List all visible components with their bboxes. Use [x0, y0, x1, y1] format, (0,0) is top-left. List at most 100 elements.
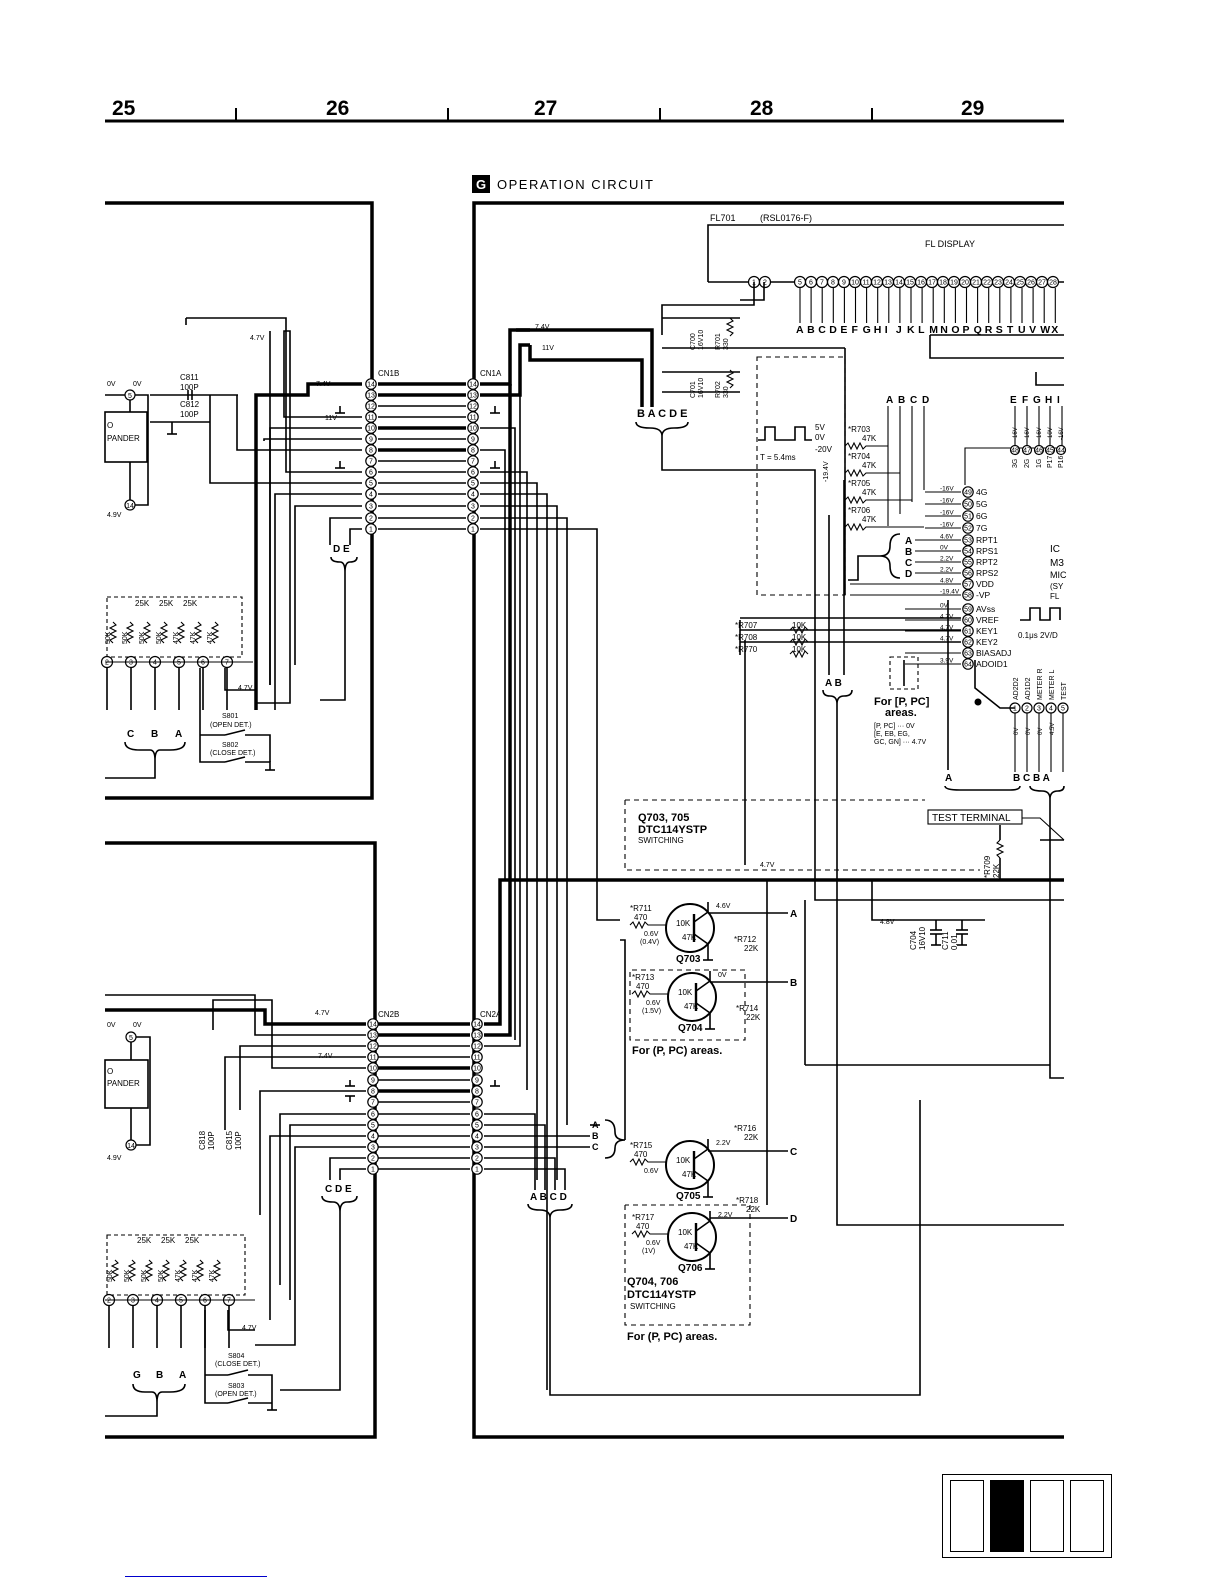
- volt-label: 0.6V: [644, 1168, 659, 1175]
- cap-name: C700: [690, 333, 697, 350]
- switch-name: S803: [228, 1383, 244, 1390]
- res-name: R701: [715, 333, 722, 350]
- resistor-symbol: [844, 441, 888, 451]
- bus-label: A: [945, 773, 952, 784]
- pin-number: 6: [809, 280, 813, 287]
- q-parts: Q704, 706: [627, 1276, 678, 1288]
- resistor-symbol: [144, 1259, 154, 1282]
- pin-number: 62: [964, 640, 972, 647]
- ic-pin-voltage: 4.7V: [940, 614, 954, 621]
- pin-number: 58: [964, 593, 972, 600]
- pin-circle: [467, 389, 479, 401]
- pin-circle: [467, 444, 479, 456]
- connector-labels: CN1B CN1A CN2B CN2A: [378, 369, 502, 1019]
- ic-bottom-name: AD1D2: [1025, 677, 1032, 700]
- q-func: SWITCHING: [638, 836, 684, 845]
- pin-number: 9: [475, 1078, 479, 1085]
- area-note-label: For (P, PC) areas.: [627, 1331, 717, 1343]
- pin-number: 4: [471, 492, 475, 499]
- bus-label: D: [922, 395, 929, 406]
- bus-label: G: [133, 1370, 141, 1381]
- pin-circle: [467, 400, 479, 412]
- segment-label: X: [1051, 324, 1058, 336]
- segment-label: Q: [974, 324, 982, 336]
- pin-number: 11: [473, 1055, 480, 1062]
- cap-name: C815: [225, 1130, 234, 1150]
- expander-label: O: [107, 421, 113, 430]
- pin-number: 5: [177, 660, 181, 667]
- pin-number: 5: [798, 280, 802, 287]
- resistor-symbol: [844, 522, 924, 532]
- pin-number: 6: [471, 470, 475, 477]
- pin-number: 64: [964, 662, 972, 669]
- output-label: C: [790, 1147, 797, 1158]
- pin-number: 24: [1005, 280, 1013, 287]
- pin-number: 2: [107, 1298, 111, 1305]
- pin-number: 14: [473, 1022, 481, 1029]
- volt-label: 4.7V: [760, 862, 775, 869]
- pin-number: 44: [1057, 448, 1065, 455]
- ic-pin-name: KEY2: [976, 637, 998, 647]
- pin-number: 3: [1037, 706, 1041, 713]
- pin-number: 26: [1027, 280, 1035, 287]
- page-indicator: [942, 1474, 1112, 1558]
- column-number: 25: [112, 97, 136, 120]
- pin-number: 20: [961, 280, 969, 287]
- ic-pin-voltage: 3.9V: [940, 658, 954, 665]
- pin-number: 2: [1025, 706, 1029, 713]
- resistor-symbol: [125, 621, 135, 644]
- pin-number: 5: [475, 1123, 479, 1130]
- page-indicator-cell-active: [990, 1480, 1024, 1552]
- pot-value: 25K: [159, 599, 174, 608]
- volt-label: 11V: [325, 415, 337, 422]
- res-name: *R704: [848, 452, 871, 461]
- ic-bottom-voltage: 0V: [1026, 728, 1032, 735]
- pin-number: 5: [129, 1035, 133, 1042]
- column-number: 28: [750, 97, 774, 120]
- pin-number: 54: [964, 549, 972, 556]
- test-terminal: TEST TERMINAL *R709 22K: [927, 809, 1065, 880]
- bus-label: B: [151, 729, 158, 740]
- left-bottom-panel: O PANDER 0V 0V 5 14 4.9V C818 100P C815 …: [102, 1022, 277, 1417]
- res-name: *R716: [734, 1124, 757, 1133]
- resistor-symbol: [142, 621, 152, 644]
- segment-label: O: [951, 324, 959, 336]
- ab-bus: A B: [804, 480, 1064, 1226]
- pin-number: 2: [369, 516, 373, 523]
- ic-pin-voltage: -16V: [940, 510, 954, 517]
- output-label: B: [790, 978, 797, 989]
- pin-number: 6: [201, 660, 205, 667]
- switch-name: S804: [228, 1353, 244, 1360]
- pin-number: 7: [471, 459, 475, 466]
- pin-circle: [962, 510, 974, 522]
- waveform-level: 0V: [815, 433, 825, 442]
- pin-number: 5: [1061, 706, 1065, 713]
- pin-circle: [365, 389, 377, 401]
- volt-label: 4.7V: [242, 1325, 257, 1332]
- segment-label: W: [1040, 324, 1050, 336]
- cap-value: 16V10: [918, 926, 927, 950]
- pin-number: 8: [471, 448, 475, 455]
- ic-pin-name: RPT2: [976, 557, 998, 567]
- segment-label: M: [929, 324, 938, 336]
- column-ruler: 25 26 27 28 29: [105, 97, 1064, 123]
- res-name: *R712: [734, 935, 757, 944]
- pin-number: 3: [369, 504, 373, 511]
- supply-caps: C700 16V10 R701 330 C701 16V10 R702 330 …: [635, 282, 1064, 901]
- pin-number: 5: [471, 481, 475, 488]
- pin-number: 3: [471, 504, 475, 511]
- bus-label: D E: [333, 544, 350, 555]
- segment-label: P: [963, 324, 970, 336]
- pin-circle: [471, 1163, 483, 1175]
- pin-number: 50: [964, 502, 972, 509]
- pin-number: 14: [126, 503, 134, 510]
- section-heading: OPERATION CIRCUIT: [497, 177, 654, 192]
- volt-label: 4.7V: [250, 335, 265, 342]
- pin-circle: [471, 1018, 483, 1030]
- bus-label: A: [905, 536, 912, 547]
- pin-number: 49: [964, 490, 972, 497]
- fl-part: FL701: [710, 213, 736, 223]
- section-badge: G: [476, 177, 486, 192]
- transistor-name: Q703: [676, 954, 701, 965]
